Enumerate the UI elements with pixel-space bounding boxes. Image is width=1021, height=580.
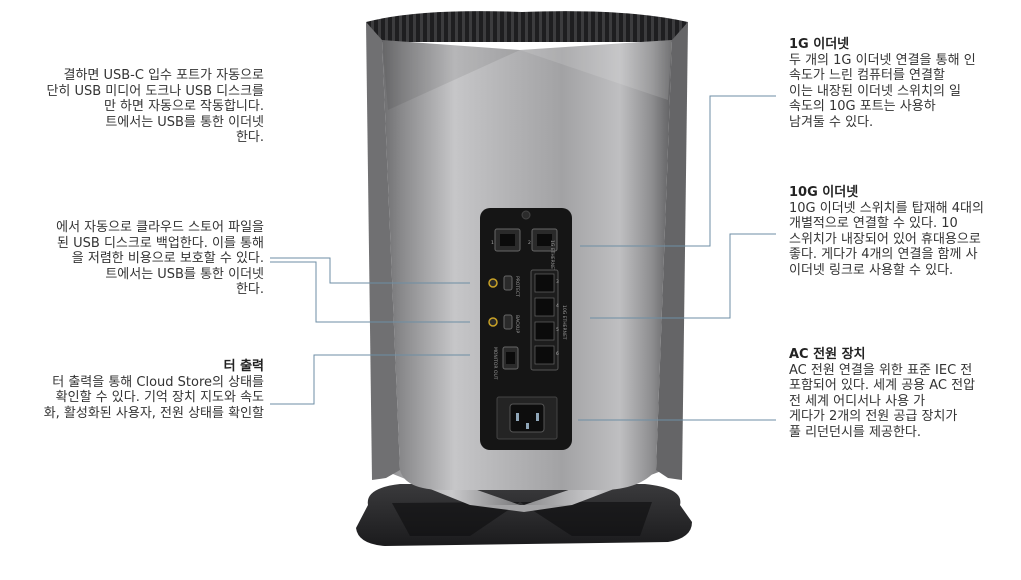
callout-line: 만 하면 자동으로 작동합니다. [103, 99, 264, 114]
callout-usb-dock: 결하면 USB-C 입수 포트가 자동으로 단히 USB 미디어 도크나 USB… [46, 68, 264, 146]
callout-line: AC 전원 연결을 위한 표준 IEC 전 [789, 362, 973, 378]
callout-line: 화, 활성화된 사용자, 전원 상태를 확인할 [43, 405, 264, 421]
callout-line: 10G 이더넷 스위치를 탑재해 4대의 [789, 200, 984, 216]
label-10g-ethernet: 10G ETHERNET [561, 305, 567, 340]
callout-title: 터 출력 [223, 359, 264, 374]
callout-line: 남겨둘 수 있다. [789, 114, 874, 130]
port-number-label: 3 [556, 279, 559, 285]
callout-line: 속도가 느린 컴퓨터를 연결할 [789, 68, 945, 83]
callout-line: 이는 내장된 이더넷 스위치의 일 [789, 83, 962, 99]
callout-title: AC 전원 장치 [789, 347, 866, 362]
callout-line: 게다가 2개의 전원 공급 장치가 [789, 409, 958, 424]
label-backup: BACKUP [514, 315, 520, 333]
callout-line: 을 저렴한 비용으로 보호할 수 있다. [71, 251, 264, 266]
callout-1g-ethernet: 1G 이더넷 두 개의 1G 이더넷 연결을 통해 인 속도가 느린 컴퓨터를 … [789, 37, 976, 130]
label-monitor-out: MONITOR OUT [492, 347, 498, 380]
label-1g-ethernet: 1G ETHERNET [549, 240, 555, 272]
callout-line: 스위치가 내장되어 있어 휴대용으로 [789, 231, 981, 247]
callout-line: 트에서는 USB를 통한 이더넷 [105, 114, 264, 130]
callout-line: 포함되어 있다. 세계 공용 AC 전압 [789, 378, 976, 393]
port-number-label: 5 [556, 327, 559, 333]
rear-port-panel: 1G ETHERNET PROTECT BACKUP 10G ETHERNET … [480, 208, 572, 450]
callout-monitor-output: 터 출력 터 출력을 통해 Cloud Store의 상태를 확인할 수 있다.… [44, 359, 264, 421]
callout-line: 풀 리던던시를 제공한다. [789, 424, 921, 440]
callout-line: 트에서는 USB를 통한 이더넷 [105, 266, 264, 282]
callout-line: 결하면 USB-C 입수 포트가 자동으로 [63, 68, 264, 83]
callout-line: 된 USB 디스크로 백업한다. 이를 통해 [57, 235, 264, 251]
top-cooling-fins [366, 11, 688, 42]
port-number-label: 6 [556, 351, 559, 357]
callout-line: 좋다. 게다가 4개의 연결을 함께 사 [789, 247, 978, 262]
callout-10g-ethernet: 10G 이더넷 10G 이더넷 스위치를 탑재해 4대의 개별적으로 연결할 수… [789, 185, 984, 278]
callout-line: 속도의 10G 포트는 사용하 [789, 99, 936, 114]
callout-line: 에서 자동으로 클라우드 스토어 파일을 [56, 220, 264, 235]
callout-ac-power: AC 전원 장치 AC 전원 연결을 위한 표준 IEC 전 포함되어 있다. … [789, 347, 975, 440]
callout-line: 터 출력을 통해 Cloud Store의 상태를 [52, 374, 264, 390]
callout-line: 이더넷 링크로 사용할 수 있다. [789, 262, 954, 278]
callout-title: 10G 이더넷 [789, 185, 859, 200]
callout-line: 두 개의 1G 이더넷 연결을 통해 인 [789, 52, 976, 68]
callout-line: 한다. [235, 282, 264, 297]
leader-lines-right [578, 95, 776, 421]
port-number-label: 1 [491, 240, 494, 246]
callout-line: 전 세계 어디서나 사용 가 [789, 393, 926, 409]
callout-line: 단히 USB 미디어 도크나 USB 디스크를 [46, 83, 264, 99]
callout-cloud-backup: 에서 자동으로 클라우드 스토어 파일을 된 USB 디스크로 백업한다. 이를… [56, 220, 264, 298]
callout-line: 개별적으로 연결할 수 있다. 10 [789, 216, 958, 231]
callout-line: 한다. [235, 130, 264, 145]
label-protect: PROTECT [514, 276, 520, 297]
port-number-label: 4 [556, 303, 559, 309]
callout-line: 확인할 수 있다. 기억 장치 지도와 속도 [55, 390, 264, 405]
leader-lines-left [270, 257, 470, 405]
callout-title: 1G 이더넷 [789, 37, 850, 52]
port-number-label: 2 [528, 240, 531, 246]
